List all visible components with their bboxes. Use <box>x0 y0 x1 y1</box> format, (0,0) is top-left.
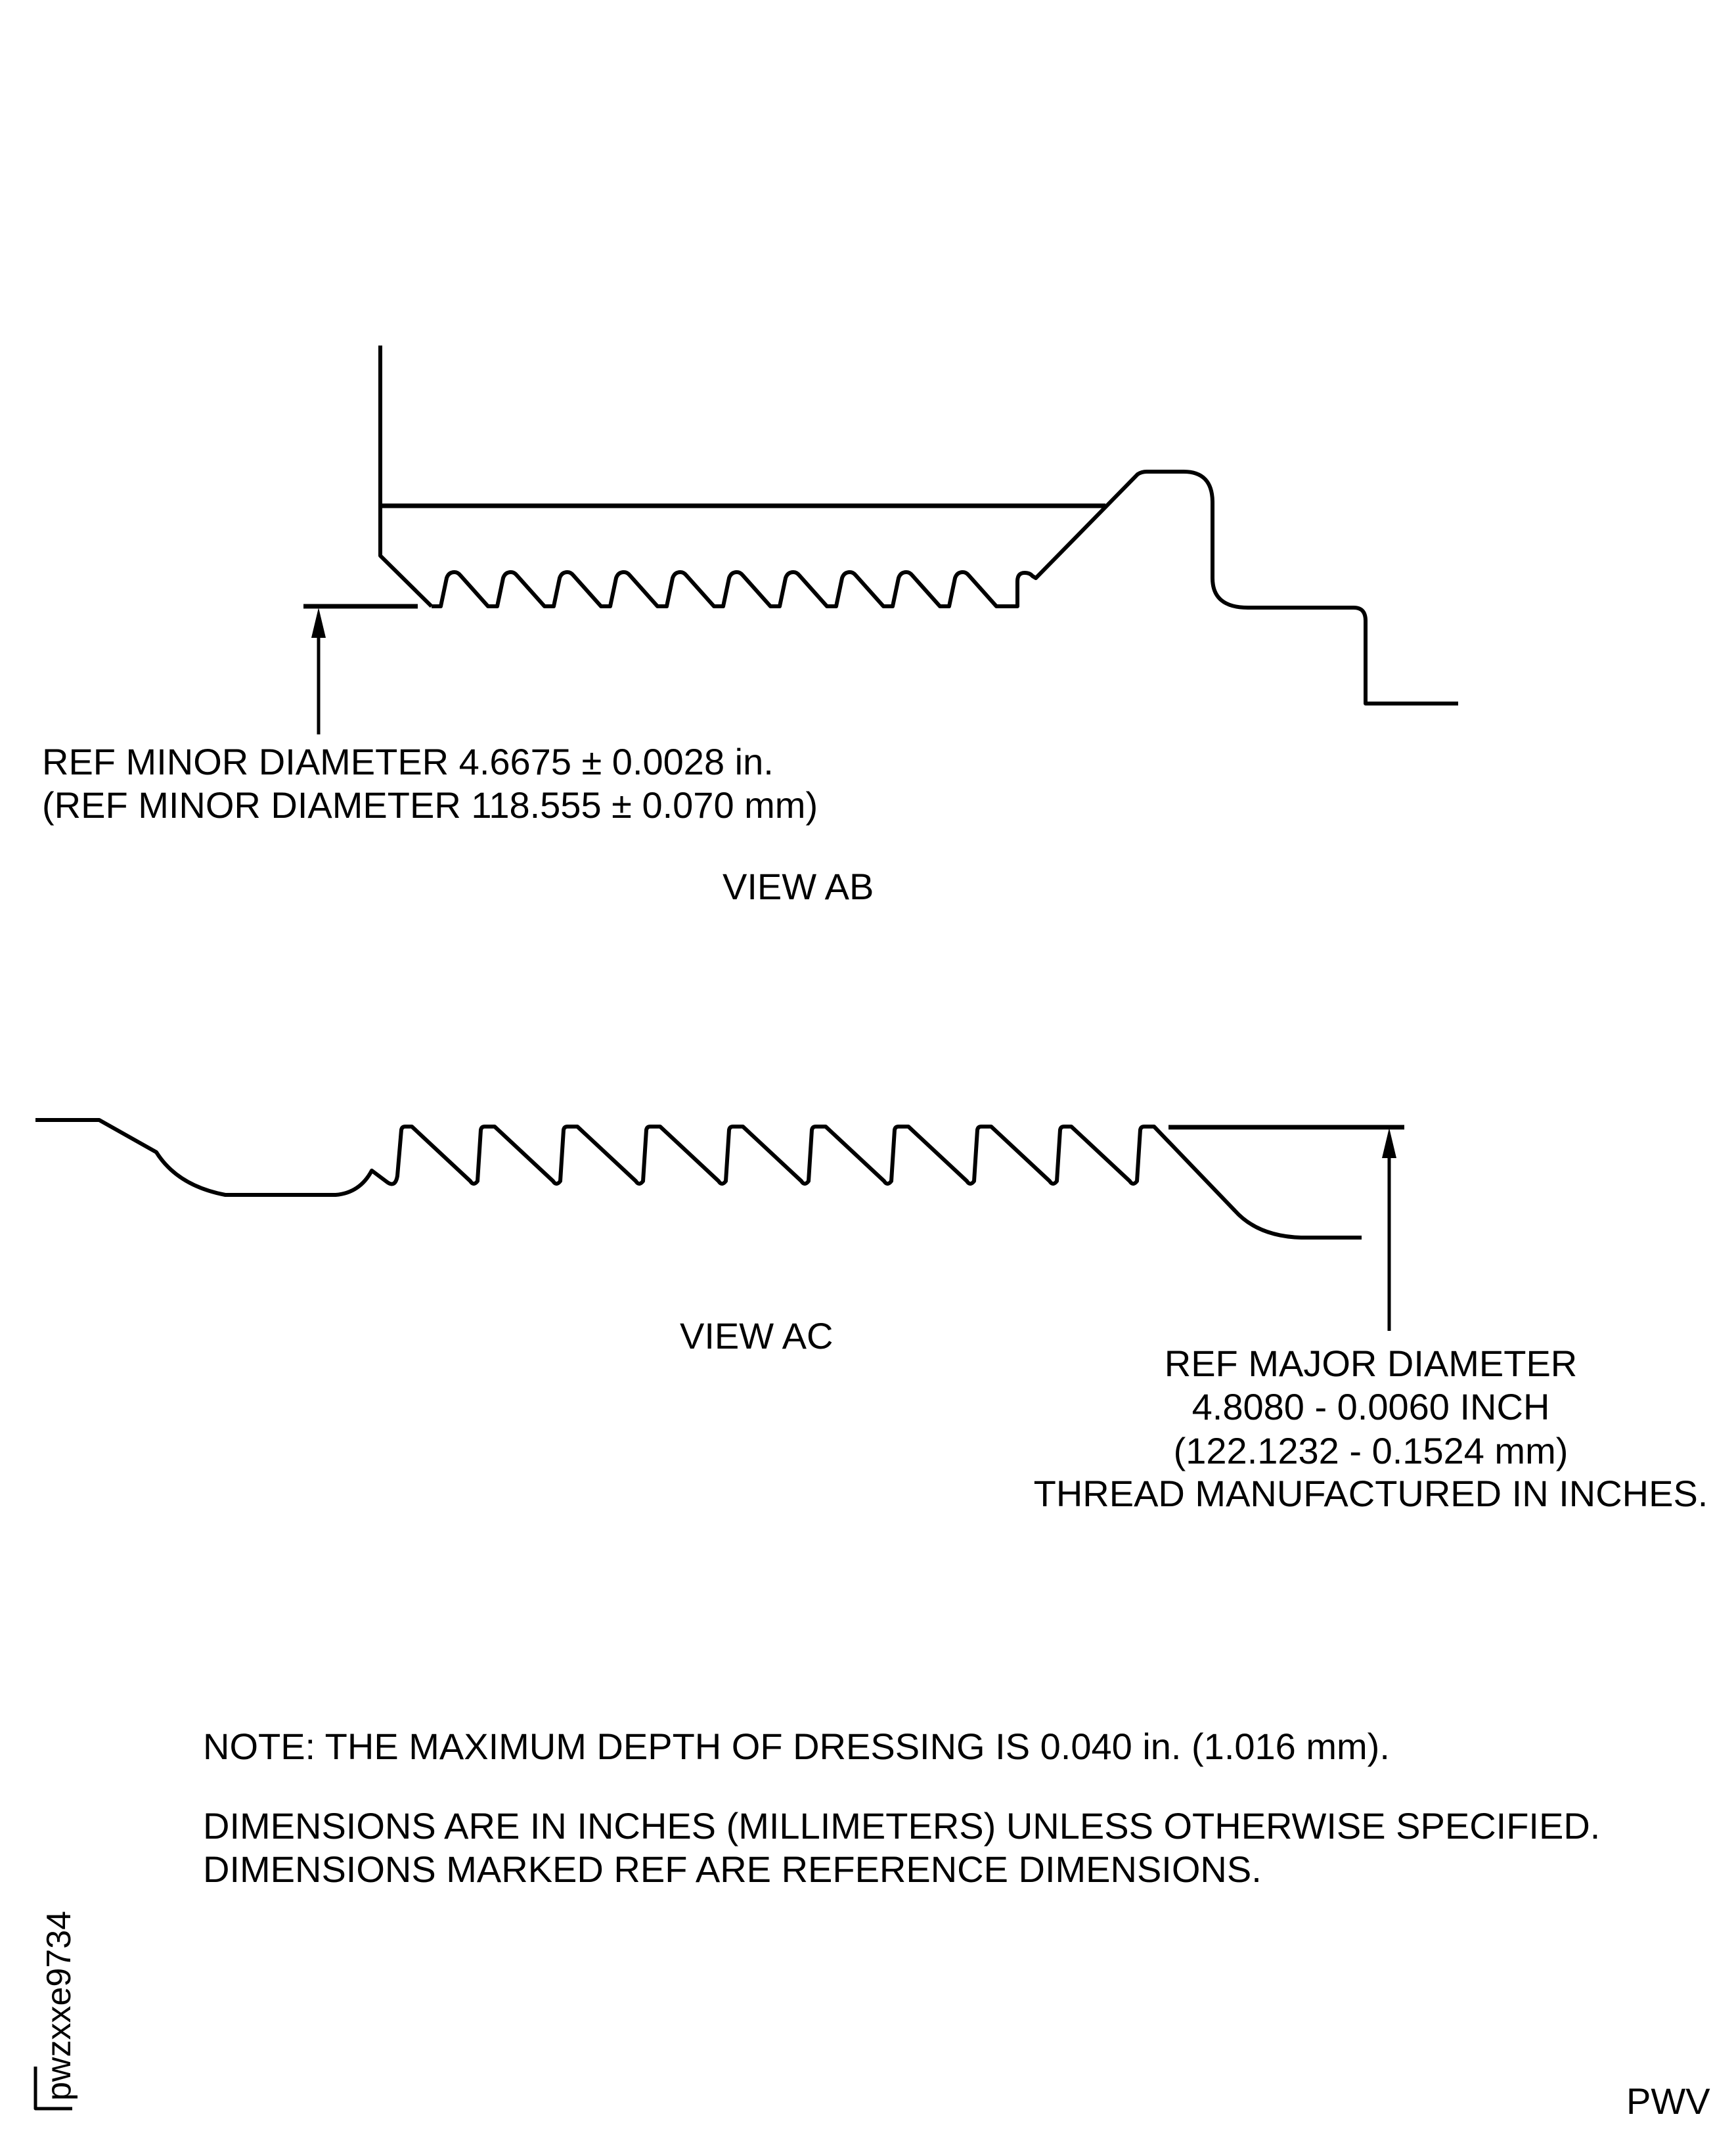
view-ac-title: VIEW AC <box>680 1315 833 1356</box>
arrow-up-icon <box>1382 1128 1396 1158</box>
view-ab-face-outline <box>378 346 434 608</box>
thread-manufacture-note: THREAD MANUFACTURED IN INCHES. <box>1034 1473 1708 1514</box>
corner-code-label: PWV <box>1626 2080 1710 2122</box>
major-diameter-mm-value: (122.1232 - 0.1524 mm) <box>1174 1430 1569 1471</box>
view-ab-title: VIEW AB <box>723 866 874 907</box>
view-ab-thread-profile <box>432 470 1458 705</box>
view-ac-drawing <box>35 1118 1404 1331</box>
major-diameter-title: REF MAJOR DIAMETER <box>1165 1343 1577 1384</box>
minor-diameter-inch-label: REF MINOR DIAMETER 4.6675 ± 0.0028 in. <box>42 741 774 782</box>
dimensions-units-note: DIMENSIONS ARE IN INCHES (MILLIMETERS) U… <box>203 1805 1600 1847</box>
arrow-up-icon <box>311 608 326 638</box>
figure-id-block: pwzxxe9734 <box>33 1911 78 2111</box>
view-ac-thread-profile <box>35 1118 1362 1240</box>
figure-id-label: pwzxxe9734 <box>40 1911 78 2101</box>
figure-id-bracket <box>33 2067 72 2111</box>
dressing-depth-note: NOTE: THE MAXIMUM DEPTH OF DRESSING IS 0… <box>203 1726 1390 1767</box>
dimensions-ref-note: DIMENSIONS MARKED REF ARE REFERENCE DIME… <box>203 1848 1262 1890</box>
major-diameter-inch-value: 4.8080 - 0.0060 INCH <box>1192 1386 1550 1427</box>
minor-diameter-mm-label: (REF MINOR DIAMETER 118.555 ± 0.070 mm) <box>42 784 818 826</box>
view-ab-drawing <box>303 346 1458 734</box>
